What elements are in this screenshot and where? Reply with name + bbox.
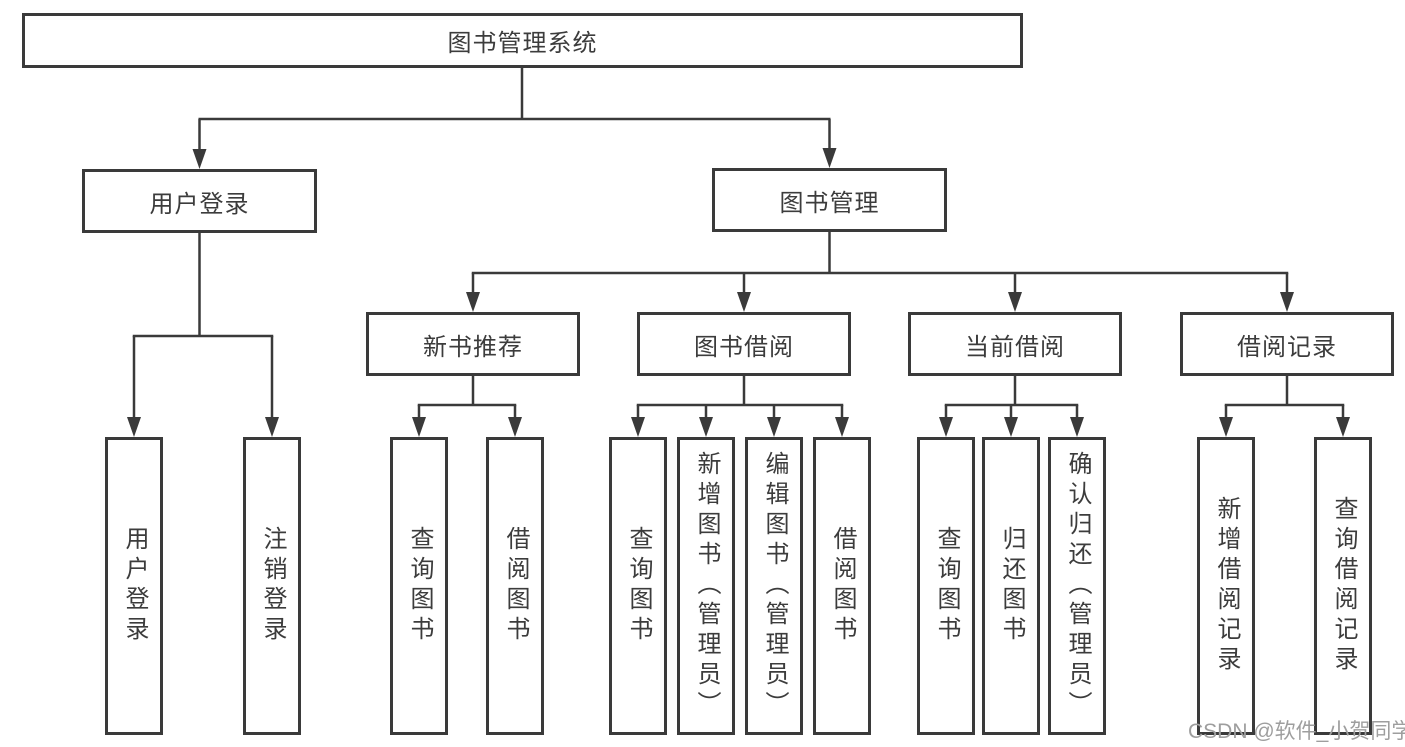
edge-borrow-records-children	[1219, 376, 1350, 437]
node-query-books-recommend: 查询图书	[390, 437, 448, 735]
edge-user-login-children	[127, 233, 279, 437]
node-logout: 注销登录	[243, 437, 301, 735]
csdn-watermark: CSDN @软件_小贺同学	[1188, 720, 1405, 743]
node-book-management-module: 图书管理	[712, 168, 947, 232]
edge-current-borrowing-children	[939, 376, 1084, 437]
edge-new-book-recommend-children	[412, 376, 522, 437]
node-query-books-current: 查询图书	[917, 437, 975, 735]
edge-book-management-to-level3	[466, 232, 1294, 312]
node-query-books-borrowing: 查询图书	[609, 437, 667, 735]
node-current-borrowing: 当前借阅	[908, 312, 1122, 376]
node-edit-book-admin: 编辑图书（管理员）	[745, 437, 803, 735]
edge-root-to-level2	[192, 68, 837, 169]
node-book-borrowing: 图书借阅	[637, 312, 851, 376]
node-borrow-books-borrowing: 借阅图书	[813, 437, 871, 735]
node-add-borrow-record: 新增借阅记录	[1197, 437, 1255, 735]
node-user-login-module: 用户登录	[82, 169, 317, 233]
node-return-books: 归还图书	[982, 437, 1040, 735]
node-add-book-admin: 新增图书（管理员）	[677, 437, 735, 735]
node-user-login: 用户登录	[105, 437, 163, 735]
node-confirm-return-admin: 确认归还（管理员）	[1048, 437, 1106, 735]
node-borrow-records: 借阅记录	[1180, 312, 1394, 376]
node-borrow-books-recommend: 借阅图书	[486, 437, 544, 735]
node-query-borrow-record: 查询借阅记录	[1314, 437, 1372, 735]
node-library-management-system: 图书管理系统	[22, 13, 1023, 68]
edge-book-borrowing-children	[631, 376, 849, 437]
node-new-book-recommend: 新书推荐	[366, 312, 580, 376]
